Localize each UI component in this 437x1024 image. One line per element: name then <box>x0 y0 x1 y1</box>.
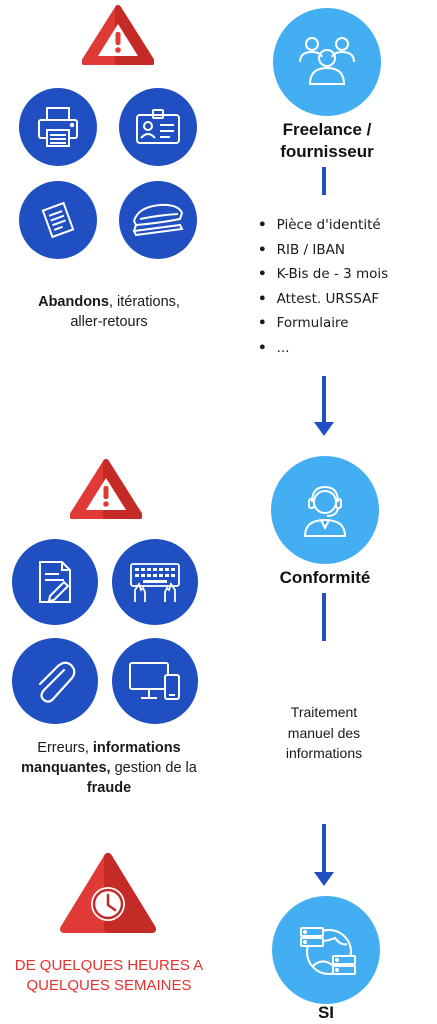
arrow-down-icon <box>314 872 334 886</box>
clock-warning-icon <box>60 853 156 933</box>
conformite-node-title: Conformité <box>279 568 371 587</box>
list-item: K-Bis de - 3 mois <box>258 262 389 287</box>
freelance-node-title: Freelance / fournisseur <box>280 120 374 161</box>
form-edit-icon <box>12 539 98 625</box>
list-item: Attest. URSSAF <box>258 287 388 312</box>
users-group-icon <box>299 37 355 85</box>
id-card-icon <box>119 88 197 166</box>
devices-icon <box>112 638 198 724</box>
list-item: RIB / IBAN <box>258 238 388 263</box>
si-node-circle <box>272 896 380 1004</box>
problem-caption-1: Abandons, itérations, aller-retours <box>38 294 180 330</box>
list-item: ... <box>258 336 388 361</box>
connector-line <box>322 167 326 195</box>
documents-list: Pièce d'identité RIB / IBAN K-Bis de - 3… <box>258 213 389 361</box>
warning-triangle-icon <box>82 5 154 65</box>
freelance-node-circle <box>273 8 381 116</box>
conformite-node-circle <box>271 456 379 564</box>
list-item: Pièce d'identité <box>258 213 388 238</box>
connector-line <box>322 593 326 641</box>
keyboard-typing-icon <box>112 539 198 625</box>
problem-caption-2: Erreurs, informations manquantes, gestio… <box>21 740 197 796</box>
duration-text: DE QUELQUES HEURES A QUELQUES SEMAINES <box>14 957 204 994</box>
warning-triangle-icon <box>70 459 142 519</box>
si-node-title: SI <box>317 1003 335 1022</box>
process-text: Traitement manuel des informations <box>285 704 363 761</box>
stapler-icon <box>119 181 197 259</box>
arrow-down-icon <box>314 422 334 436</box>
printer-icon <box>19 88 97 166</box>
agent-headset-icon <box>303 485 347 537</box>
document-icon <box>19 181 97 259</box>
list-item: Formulaire <box>258 311 388 336</box>
arrow-down-line <box>322 376 326 424</box>
arrow-down-line <box>322 824 326 874</box>
server-network-icon <box>300 927 356 975</box>
paperclip-icon <box>12 638 98 724</box>
